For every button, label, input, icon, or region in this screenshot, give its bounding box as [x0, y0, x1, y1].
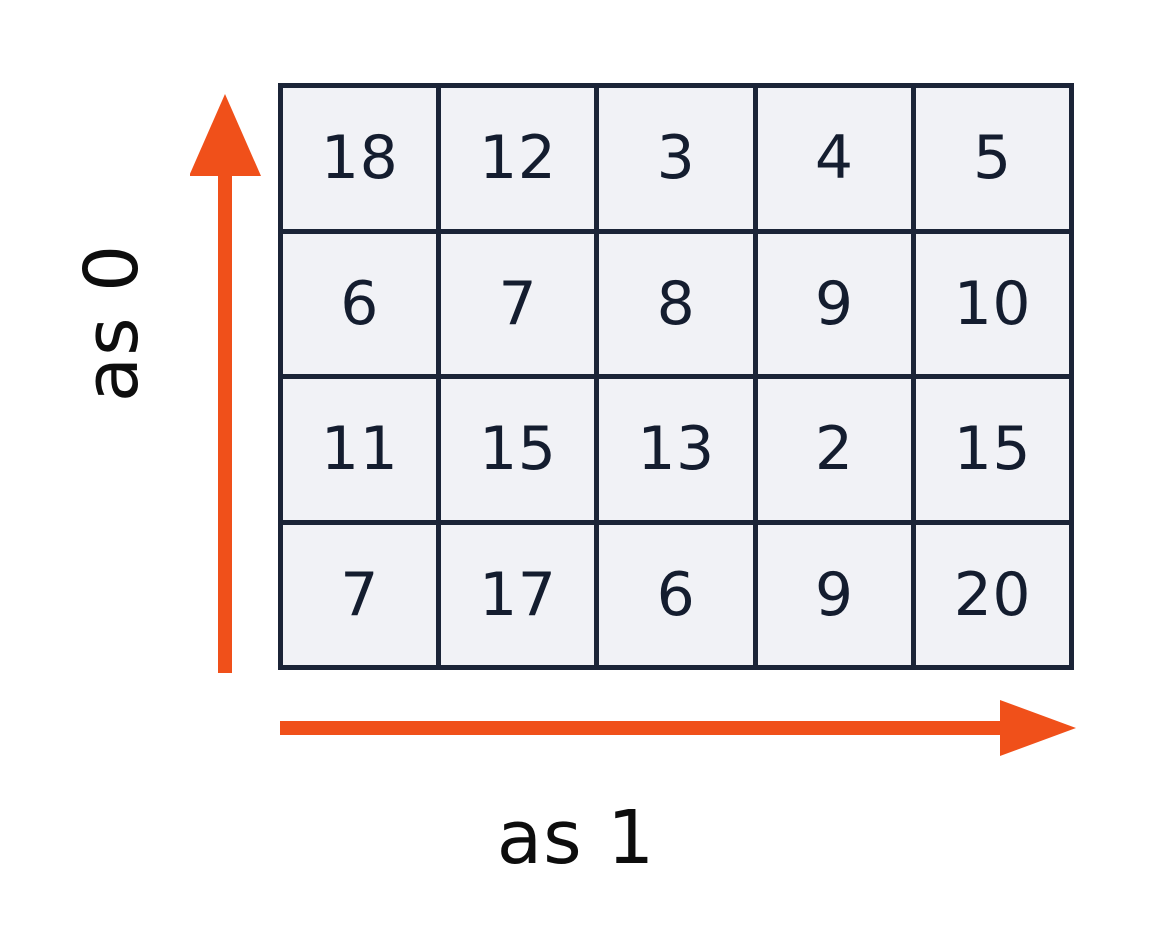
matrix-grid: 18 12 3 4 5 6 7 8 9 10 11 15 13 2 15 7 1… [278, 83, 1074, 670]
matrix-cell: 9 [757, 524, 911, 665]
matrix-cell: 15 [915, 379, 1069, 520]
matrix-cell: 4 [757, 88, 911, 229]
matrix-cell: 6 [283, 233, 437, 374]
matrix-cell: 20 [915, 524, 1069, 665]
axis-1-arrow [270, 690, 1090, 785]
axis-0-arrow [189, 90, 270, 675]
matrix-cell: 10 [915, 233, 1069, 374]
matrix-cell: 9 [757, 233, 911, 374]
matrix-cell: 11 [283, 379, 437, 520]
matrix-cell: 7 [441, 233, 595, 374]
matrix-cell: 15 [441, 379, 595, 520]
matrix-cell: 7 [283, 524, 437, 665]
matrix-cell: 18 [283, 88, 437, 229]
up-arrow-icon [189, 94, 261, 673]
matrix-cell: 17 [441, 524, 595, 665]
axis-1-label: as 1 [496, 795, 656, 881]
matrix-cell: 8 [599, 233, 753, 374]
matrix-cell: 2 [757, 379, 911, 520]
axis-0-label: as 0 [69, 243, 155, 403]
matrix-cell: 13 [599, 379, 753, 520]
matrix-cell: 6 [599, 524, 753, 665]
matrix-cell: 5 [915, 88, 1069, 229]
matrix-cell: 3 [599, 88, 753, 229]
matrix-cell: 12 [441, 88, 595, 229]
right-arrow-icon [280, 700, 1076, 756]
